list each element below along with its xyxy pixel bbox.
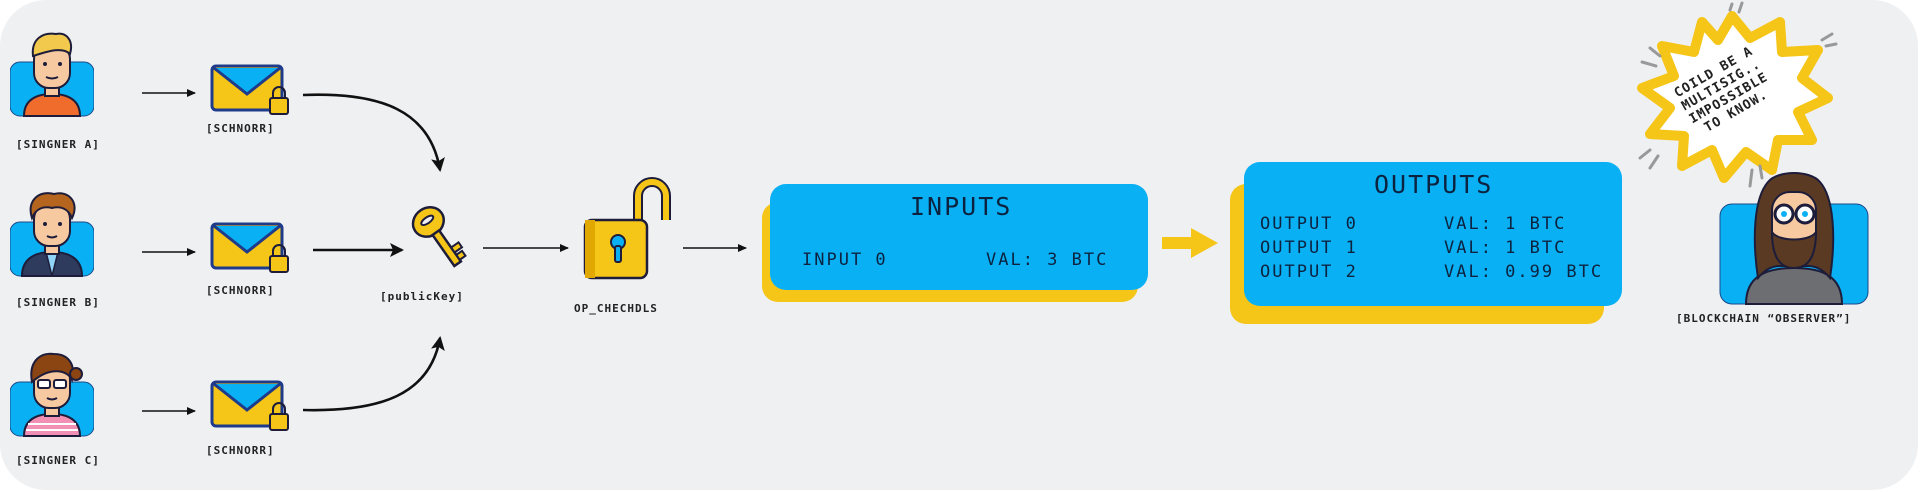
- output-row-name: OUTPUT 0: [1260, 214, 1358, 234]
- output-row-value: VAL: 1 BTC: [1444, 238, 1567, 258]
- signer-c-label: [SINGNER C]: [16, 454, 100, 467]
- speech-burst: [1637, 1, 1838, 188]
- signature-c-label: [SCHNORR]: [206, 444, 275, 457]
- signer-c-avatar: [10, 352, 94, 437]
- output-row-value: VAL: 0.99 BTC: [1444, 262, 1604, 282]
- arrow-sig-a-to-key: [302, 93, 445, 172]
- arrow-sig-c-to-key: [302, 336, 445, 412]
- inputs-title: INPUTS: [910, 192, 1013, 221]
- signature-b-label: [SCHNORR]: [206, 284, 275, 297]
- outputs-title: OUTPUTS: [1374, 170, 1494, 199]
- input-row-value: VAL: 3 BTC: [986, 250, 1109, 270]
- arrow-inputs-to-outputs: [1162, 228, 1218, 258]
- open-padlock-icon: [583, 177, 671, 280]
- signer-b-label: [SINGNER B]: [16, 296, 100, 309]
- signature-a-label: [SCHNORR]: [206, 122, 275, 135]
- observer-avatar: [1719, 172, 1869, 305]
- input-row-name: INPUT 0: [802, 250, 888, 270]
- output-row-value: VAL: 1 BTC: [1444, 214, 1567, 234]
- signer-a-avatar: [10, 32, 94, 117]
- output-row-name: OUTPUT 1: [1260, 238, 1358, 258]
- signer-a-label: [SINGNER A]: [16, 138, 100, 151]
- key-icon: [411, 206, 467, 268]
- envelope-lock-icon: [210, 64, 289, 115]
- outputs-card: OUTPUTS OUTPUT 0 VAL: 1 BTC OUTPUT 1 VAL…: [1244, 162, 1622, 306]
- public-key-label: [publicKey]: [380, 290, 464, 303]
- inputs-card: INPUTS INPUT 0 VAL: 3 BTC: [770, 184, 1148, 290]
- envelope-lock-icon: [210, 222, 289, 273]
- opcode-label: OP_CHECHDLS: [574, 302, 658, 315]
- signer-b-avatar: [10, 192, 94, 277]
- envelope-lock-icon: [210, 380, 289, 431]
- output-row-name: OUTPUT 2: [1260, 262, 1358, 282]
- observer-label: [BLOCKCHAIN “OBSERVER”]: [1676, 312, 1852, 325]
